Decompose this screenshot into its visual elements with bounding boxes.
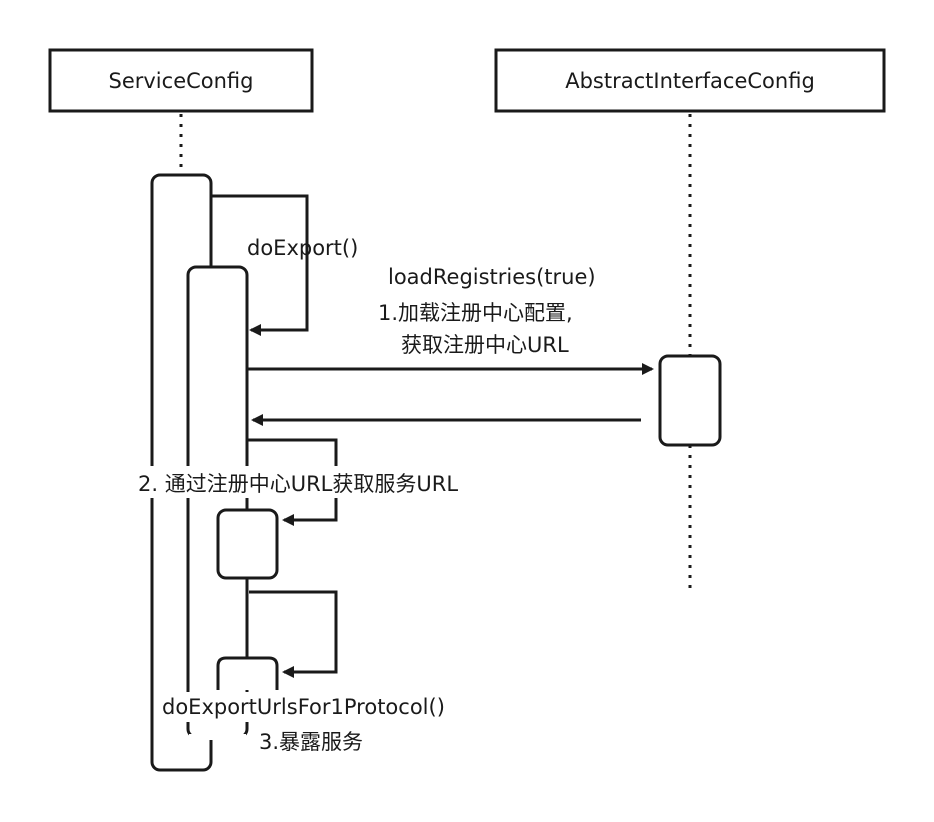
self-call-do-export [211,194,309,336]
label-do-export-urls: doExportUrlsFor1Protocol() [162,695,445,719]
label-load-registries: loadRegistries(true) [388,265,596,289]
participant-service-config-label: ServiceConfig [109,69,254,93]
label-do-export: doExport() [247,236,358,260]
activation-abstract-interface-config [658,354,722,447]
label-load-registries-note-2: 获取注册中心URL [401,333,569,357]
activation-step3 [216,656,279,690]
participant-abstract-interface-config: AbstractInterfaceConfig [494,48,886,113]
label-load-registries-note-1: 1.加载注册中心配置, [378,301,573,325]
participant-service-config: ServiceConfig [48,48,314,113]
label-step3: 3.暴露服务 [259,730,363,754]
self-call-step3 [249,590,338,678]
activation-step2 [216,508,279,580]
participant-abstract-interface-config-label: AbstractInterfaceConfig [565,69,815,93]
label-step2: 2. 通过注册中心URL获取服务URL [138,472,458,496]
